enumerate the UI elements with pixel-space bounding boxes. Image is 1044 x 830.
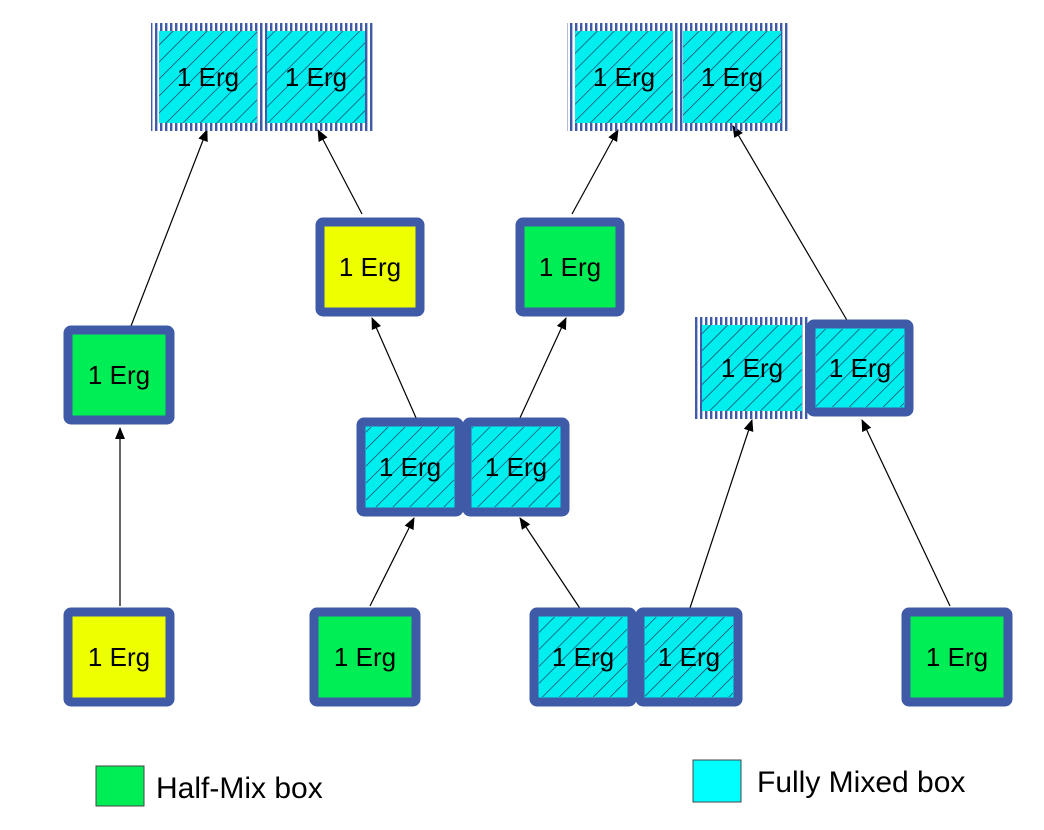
legend-half-mix-label: Half-Mix box	[156, 772, 323, 805]
hatch-pattern	[159, 31, 257, 123]
arrow-g3-to-m1	[369, 517, 415, 607]
arrow-c2-to-b2	[732, 125, 849, 323]
box-label: 1 Erg	[88, 360, 150, 390]
box-label: 1 Erg	[485, 452, 547, 482]
legend: Half-Mix box Fully Mixed box	[95, 759, 965, 807]
erg-box-fully-mixed-fuzzy: 1 Erg	[675, 23, 789, 131]
legend-fully-mixed-swatch	[692, 759, 742, 803]
hatch-pattern	[472, 427, 560, 507]
erg-box-fully-mixed-fuzzy: 1 Erg	[694, 317, 810, 419]
hatch-pattern	[683, 31, 781, 123]
erg-box-fully-mixed: 1 Erg	[462, 417, 570, 517]
arrow-y1-to-a2	[317, 129, 363, 215]
erg-box-half-mix: 1 Erg	[309, 607, 421, 707]
arrow-m2-to-g2	[518, 317, 567, 421]
box-fill	[315, 217, 425, 317]
arrow-d1-to-m2	[519, 517, 582, 611]
hatch-pattern	[539, 617, 627, 697]
box-label: 1 Erg	[926, 642, 988, 672]
erg-box-fully-mixed: 1 Erg	[529, 607, 637, 707]
box-label: 1 Erg	[339, 252, 401, 282]
erg-box-fully-mixed: 1 Erg	[635, 607, 743, 707]
erg-box-fully-mixed-fuzzy: 1 Erg	[151, 23, 265, 131]
box-fill	[63, 325, 175, 425]
hatch-pattern	[267, 31, 365, 123]
arrow-d2-to-c1	[689, 419, 754, 609]
box-fill	[901, 607, 1013, 707]
box-label: 1 Erg	[701, 62, 763, 92]
arrow-g2-to-b1	[571, 129, 619, 215]
erg-box-fully-mixed: 1 Erg	[356, 417, 464, 517]
box-label: 1 Erg	[177, 62, 239, 92]
erg-box-fully-mixed-fuzzy: 1 Erg	[567, 23, 681, 131]
erg-box-half-mix: 1 Erg	[515, 217, 625, 317]
hatch-pattern	[702, 325, 802, 411]
arrow-g1-to-a1	[130, 129, 208, 327]
box-label: 1 Erg	[658, 642, 720, 672]
legend-fully-mixed-label: Fully Mixed box	[757, 766, 965, 799]
arrow-g4-to-c2	[861, 419, 951, 607]
box-label: 1 Erg	[552, 642, 614, 672]
erg-box-fully-mixed: 1 Erg	[806, 319, 914, 417]
erg-box-half-mix: 1 Erg	[901, 607, 1013, 707]
box-label: 1 Erg	[285, 62, 347, 92]
edges-layer	[115, 125, 951, 611]
box-fill	[515, 217, 625, 317]
erg-box-unmixed: 1 Erg	[63, 607, 175, 707]
erg-box-fully-mixed-fuzzy: 1 Erg	[259, 23, 373, 131]
hatch-pattern	[575, 31, 673, 123]
arrow-m1-to-y1	[371, 317, 418, 421]
box-fill	[309, 607, 421, 707]
box-label: 1 Erg	[593, 62, 655, 92]
legend-half-mix-swatch	[95, 765, 145, 807]
box-label: 1 Erg	[334, 642, 396, 672]
erg-box-half-mix: 1 Erg	[63, 325, 175, 425]
boxes-layer: 1 Erg 1 Erg 1 Erg 1 Erg 1 Erg 1 Erg 1 Erg 1 Erg…	[63, 23, 1013, 707]
erg-box-unmixed: 1 Erg	[315, 217, 425, 317]
box-label: 1 Erg	[539, 252, 601, 282]
hatch-pattern	[645, 617, 733, 697]
box-label: 1 Erg	[721, 353, 783, 383]
hatch-pattern	[366, 427, 454, 507]
box-fill	[63, 607, 175, 707]
hatch-pattern	[816, 329, 904, 407]
box-label: 1 Erg	[379, 452, 441, 482]
box-label: 1 Erg	[88, 642, 150, 672]
box-label: 1 Erg	[829, 353, 891, 383]
